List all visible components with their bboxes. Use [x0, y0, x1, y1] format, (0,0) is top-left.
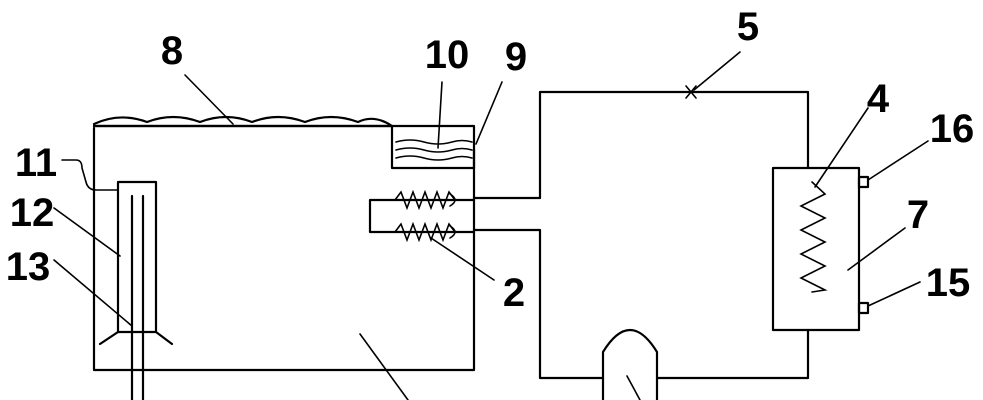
label-5: 5: [737, 5, 759, 49]
right-vessel: [771, 166, 870, 332]
label-11: 11: [15, 141, 57, 185]
tube-assembly: [98, 180, 174, 400]
label-13: 13: [6, 245, 51, 289]
label-16: 16: [930, 107, 975, 151]
labels: 8 10 9 5 4 16 11 12 13 7 15 2: [6, 5, 975, 315]
valve-mark: [685, 85, 697, 99]
label-10: 10: [425, 33, 470, 77]
small-chamber: [390, 124, 476, 170]
label-4: 4: [867, 77, 890, 121]
heater-coils: [368, 189, 476, 243]
circuit-loop: [472, 85, 810, 380]
label-12: 12: [10, 191, 55, 235]
coil: [799, 181, 828, 293]
label-2: 2: [503, 271, 525, 315]
pump-dome: [601, 328, 659, 400]
label-7: 7: [907, 193, 929, 237]
leader-lines: [53, 51, 929, 400]
wavy-surface: [92, 115, 394, 128]
label-9: 9: [505, 35, 527, 79]
tank: [92, 115, 476, 372]
label-8: 8: [161, 29, 183, 73]
label-15: 15: [926, 261, 971, 305]
